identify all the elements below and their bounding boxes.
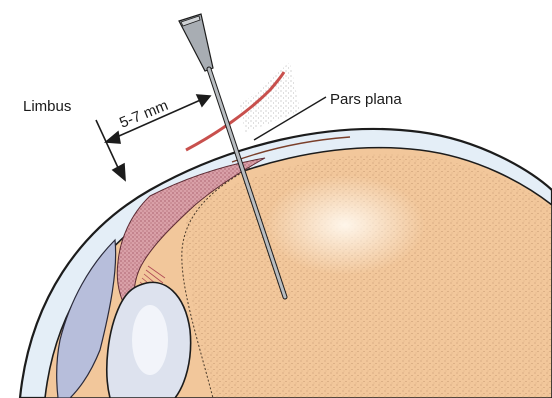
vitreous-highlight	[265, 175, 425, 275]
limbus-label: Limbus	[23, 98, 71, 115]
limbus-arrow	[96, 120, 125, 180]
distance-label: 5-7 mm	[117, 97, 171, 132]
pars-plana-label: Pars plana	[330, 91, 402, 108]
conjunctiva-stipple	[240, 62, 300, 132]
lens-highlight	[132, 305, 168, 375]
